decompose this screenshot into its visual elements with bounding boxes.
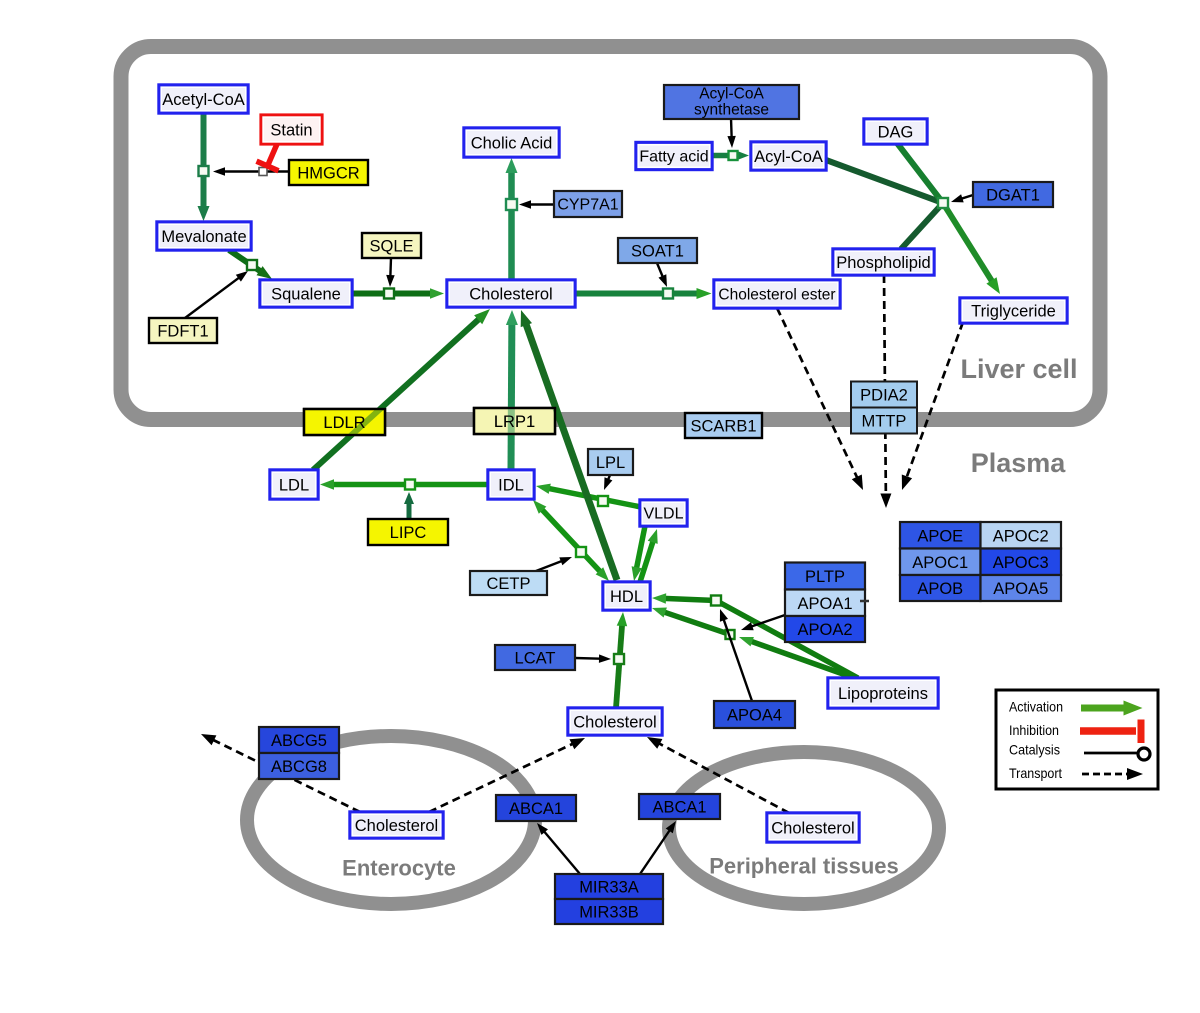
- svg-text:HMGCR: HMGCR: [297, 165, 359, 183]
- svg-text:Phospholipid: Phospholipid: [836, 254, 931, 272]
- svg-text:APOC1: APOC1: [912, 554, 968, 572]
- svg-text:APOE: APOE: [917, 527, 963, 545]
- svg-text:LDL: LDL: [279, 477, 309, 495]
- svg-text:Peripheral tissues: Peripheral tissues: [709, 854, 899, 879]
- svg-text:ABCG8: ABCG8: [271, 758, 327, 776]
- svg-text:LIPC: LIPC: [390, 524, 427, 542]
- svg-text:LRP1: LRP1: [494, 413, 535, 431]
- svg-text:Plasma: Plasma: [971, 448, 1067, 478]
- svg-text:APOA2: APOA2: [797, 621, 852, 639]
- svg-text:Cholesterol: Cholesterol: [355, 817, 438, 835]
- svg-text:DAG: DAG: [878, 124, 914, 142]
- svg-text:Acetyl-CoA: Acetyl-CoA: [162, 91, 245, 109]
- svg-text:Acyl-CoA: Acyl-CoA: [754, 148, 823, 166]
- svg-text:SQLE: SQLE: [369, 238, 413, 256]
- svg-text:Statin: Statin: [270, 122, 312, 140]
- svg-text:ABCA1: ABCA1: [652, 799, 706, 817]
- svg-text:VLDL: VLDL: [643, 506, 683, 523]
- svg-text:DGAT1: DGAT1: [986, 187, 1040, 205]
- svg-text:Liver cell: Liver cell: [960, 354, 1077, 384]
- svg-text:PLTP: PLTP: [805, 568, 845, 586]
- svg-text:LPL: LPL: [596, 454, 625, 472]
- svg-text:FDFT1: FDFT1: [157, 323, 208, 341]
- svg-text:Cholesterol: Cholesterol: [771, 820, 854, 838]
- svg-text:APOA4: APOA4: [727, 707, 782, 725]
- svg-text:Catalysis: Catalysis: [1009, 742, 1060, 758]
- svg-text:Transport: Transport: [1009, 765, 1062, 781]
- svg-text:Activation: Activation: [1009, 699, 1063, 715]
- svg-text:LDLR: LDLR: [323, 414, 365, 432]
- svg-text:APOC3: APOC3: [993, 554, 1049, 572]
- svg-text:Fatty acid: Fatty acid: [639, 149, 708, 166]
- svg-text:Cholesterol ester: Cholesterol ester: [718, 287, 835, 304]
- svg-text:MIR33B: MIR33B: [579, 904, 639, 922]
- svg-text:synthetase: synthetase: [694, 102, 769, 119]
- svg-text:Cholesterol: Cholesterol: [469, 286, 552, 304]
- svg-text:ABCA1: ABCA1: [509, 800, 563, 818]
- svg-text:IDL: IDL: [498, 477, 524, 495]
- svg-text:Triglyceride: Triglyceride: [971, 303, 1056, 321]
- svg-text:Lipoproteins: Lipoproteins: [838, 685, 928, 703]
- svg-text:SOAT1: SOAT1: [631, 243, 684, 261]
- svg-text:HDL: HDL: [610, 588, 643, 606]
- svg-text:Cholesterol: Cholesterol: [573, 714, 656, 732]
- svg-text:CETP: CETP: [486, 575, 530, 593]
- svg-text:PDIA2: PDIA2: [860, 387, 908, 405]
- svg-text:APOC2: APOC2: [993, 527, 1049, 545]
- svg-text:Squalene: Squalene: [271, 286, 341, 304]
- svg-text:APOA5: APOA5: [993, 580, 1048, 598]
- svg-text:ABCG5: ABCG5: [271, 732, 327, 750]
- svg-text:Acyl-CoA: Acyl-CoA: [699, 86, 764, 103]
- svg-text:APOB: APOB: [917, 580, 963, 598]
- svg-text:Cholic Acid: Cholic Acid: [471, 135, 553, 153]
- svg-text:CYP7A1: CYP7A1: [557, 197, 618, 214]
- svg-text:LCAT: LCAT: [515, 650, 556, 668]
- svg-text:Mevalonate: Mevalonate: [161, 228, 246, 246]
- svg-text:Inhibition: Inhibition: [1009, 722, 1059, 738]
- svg-text:APOA1: APOA1: [797, 595, 852, 613]
- svg-text:Enterocyte: Enterocyte: [342, 856, 456, 881]
- svg-text:SCARB1: SCARB1: [690, 418, 756, 436]
- svg-text:MIR33A: MIR33A: [579, 879, 639, 897]
- svg-text:MTTP: MTTP: [862, 413, 907, 431]
